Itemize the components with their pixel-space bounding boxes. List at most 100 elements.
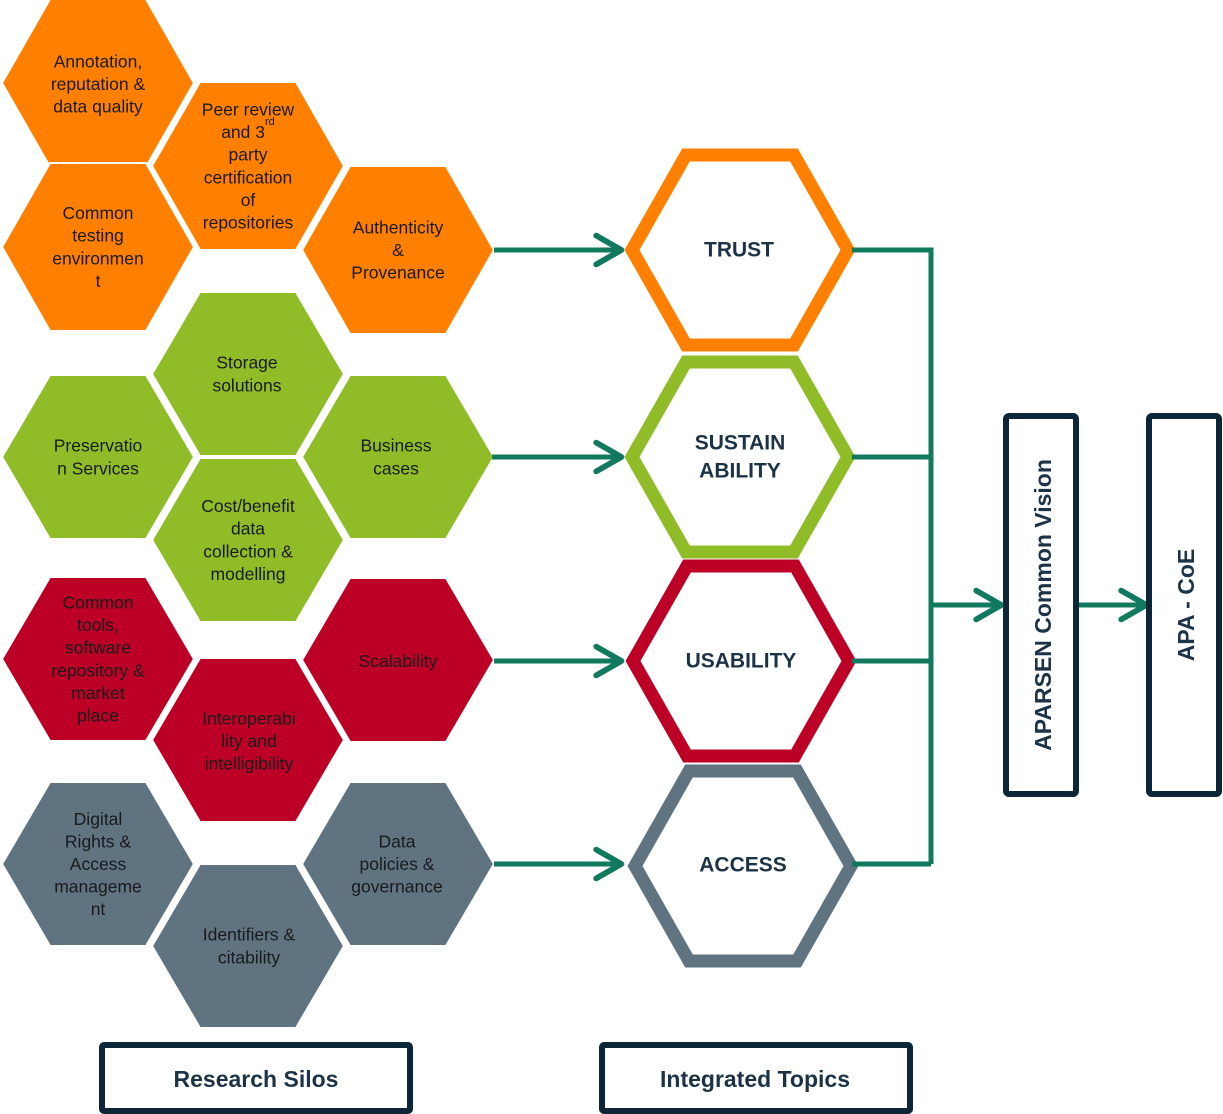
- topic-sustainability: SUSTAIN ABILITY: [624, 355, 856, 559]
- topic-hexagons: TRUST SUSTAIN ABILITY USABILITY ACCESS: [624, 148, 859, 968]
- hex-text-line: Provenance: [351, 263, 444, 283]
- hex-text-line: t: [96, 271, 101, 291]
- hex-text-line: Scalability: [359, 651, 438, 671]
- hex-text-line: cases: [373, 458, 419, 478]
- hex-text-line: modelling: [211, 564, 286, 584]
- hex-authenticity-provenance: Authenticity & Provenance: [300, 165, 496, 335]
- hex-text-line: Authenticity: [353, 217, 444, 237]
- hex-scalability: Scalability: [300, 577, 496, 743]
- hex-text-line: Cost/benefit: [201, 496, 295, 516]
- integrated-topics-label-box: Integrated Topics: [599, 1042, 913, 1114]
- superscript: rd: [265, 116, 275, 128]
- hex-text-line: Storage: [216, 353, 277, 373]
- hex-text-line: collection &: [203, 541, 293, 561]
- hex-text-line: policies &: [360, 854, 435, 874]
- hex-text-line: data: [231, 519, 265, 539]
- hex-text-line: market: [71, 683, 125, 703]
- hex-interoperability-intelligibility: Interoperabi lity and intelligibility: [150, 657, 346, 823]
- hex-text-line: USABILITY: [686, 650, 797, 673]
- hex-text-line: data quality: [53, 97, 143, 117]
- hex-text-line: repositories: [203, 213, 294, 233]
- hex-text-line: certification: [204, 167, 293, 187]
- hex-text-line: lity and: [221, 731, 276, 751]
- hex-text-line: Common: [63, 203, 134, 223]
- coe-label: APA - CoE: [1173, 549, 1199, 661]
- hex-text-line: intelligibility: [205, 754, 294, 774]
- svg-text:Scalability: Scalability: [359, 651, 438, 671]
- hex-text-line: Peer review: [202, 100, 295, 120]
- hex-text-line: ACCESS: [699, 854, 787, 877]
- research-silos-label-box: Research Silos: [99, 1042, 413, 1114]
- topic-access: ACCESS: [627, 764, 859, 968]
- hex-text-line: of: [241, 190, 256, 210]
- hex-text-line: repository &: [51, 660, 145, 680]
- hex-text-line: Identifiers &: [203, 925, 296, 945]
- topic-connector-bus: [852, 247, 1150, 867]
- hex-text-line: Access: [70, 854, 127, 874]
- svg-text:ACCESS: ACCESS: [699, 854, 787, 877]
- hex-text-line: reputation &: [51, 74, 146, 94]
- hex-text-line: Rights &: [65, 831, 131, 851]
- silo-to-topic-arrows: [492, 232, 625, 882]
- bus-lines: [852, 247, 934, 867]
- svg-text:TRUST: TRUST: [704, 239, 774, 262]
- hex-text-line: &: [392, 240, 404, 260]
- hex-text-line: governance: [351, 877, 442, 897]
- silo-group-trust: Annotation, reputation & data quality Peer…: [0, 0, 496, 335]
- hex-text-line: Annotation,: [54, 51, 143, 71]
- hex-text-line: TRUST: [704, 239, 774, 262]
- hex-identifiers-citability: Identifiers &citability: [150, 863, 346, 1029]
- svg-text:USABILITY: USABILITY: [686, 650, 797, 673]
- hex-text-line: party: [229, 145, 268, 165]
- hex-text-line: software: [65, 638, 131, 658]
- hex-text-line: Digital: [74, 809, 123, 829]
- vision-label: APARSEN Common Vision: [1030, 459, 1056, 751]
- vision-box: APARSEN Common Vision: [1003, 413, 1079, 797]
- svg-text:Identifiers &citability: Identifiers &citability: [203, 925, 296, 968]
- hex-text-line: Preservatio: [54, 436, 143, 456]
- hex-text-line: tools,: [77, 615, 119, 635]
- hex-text-line: nt: [91, 899, 106, 919]
- hex-text-line: Interoperabi: [202, 708, 295, 728]
- integrated-topics-label: Integrated Topics: [660, 1066, 850, 1092]
- hex-text-line: testing: [72, 226, 124, 246]
- topic-trust: TRUST: [624, 148, 856, 352]
- hex-text-line: SUSTAIN: [695, 432, 786, 455]
- hex-text-line: ABILITY: [699, 460, 781, 483]
- topic-usability: USABILITY: [625, 559, 857, 763]
- hex-text-line: Business: [360, 436, 431, 456]
- svg-text:Authenticity&Provenance: Authenticity & Provenance: [351, 217, 444, 282]
- hex-text-line: environmen: [52, 248, 143, 268]
- hex-text-line: Common: [63, 593, 134, 613]
- hex-text-line: place: [77, 706, 119, 726]
- hex-text-line: solutions: [212, 375, 281, 395]
- research-silos-label: Research Silos: [174, 1066, 339, 1092]
- hex-text-line: Data: [379, 831, 416, 851]
- hex-text-line: citability: [218, 947, 280, 967]
- hex-text-line: n Services: [57, 458, 139, 478]
- coe-box: APA - CoE: [1146, 413, 1222, 797]
